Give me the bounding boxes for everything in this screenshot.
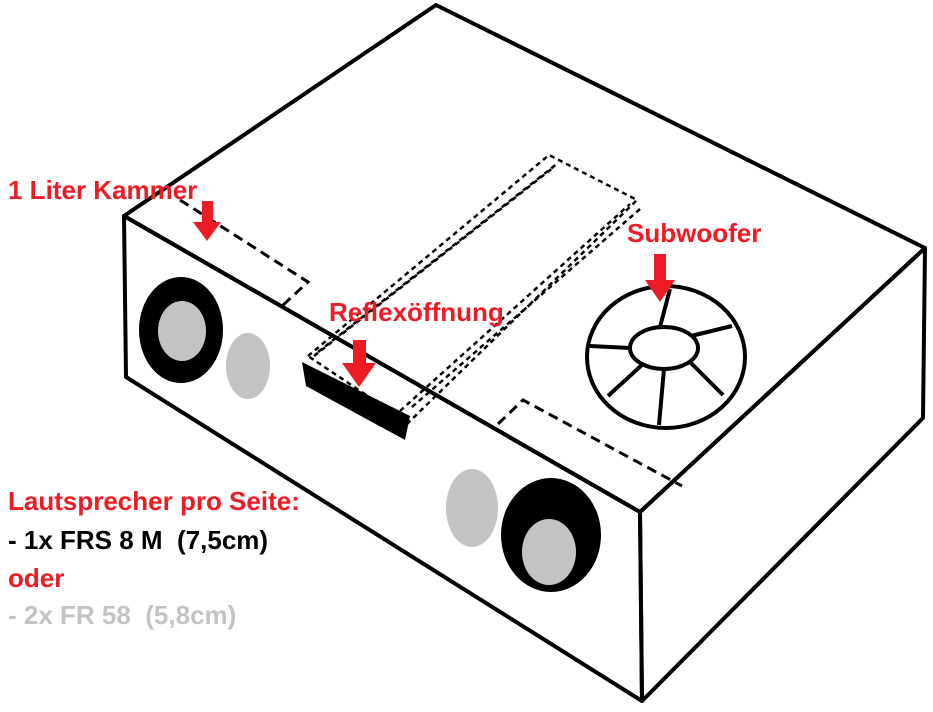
speaker-option-1: - 1x FRS 8 M (7,5cm) (8, 525, 269, 555)
box-top-face (122, 3, 927, 514)
sub-chamber-dashed-outline (496, 398, 683, 488)
arrow-reflex (342, 340, 376, 387)
right-tweeter (446, 469, 498, 547)
kammer-dashed-outline (179, 198, 311, 308)
box-outline (122, 3, 927, 703)
arrow-kammer (193, 201, 221, 241)
label-subwoofer: Subwoofer (627, 218, 762, 248)
pointer-arrows (193, 201, 675, 387)
hidden-chambers (179, 198, 683, 488)
left-tweeter (226, 333, 270, 399)
box-right-face (638, 246, 927, 703)
reflex-port-opening (302, 362, 410, 440)
label-reflex: Reflexöffnung (329, 297, 504, 327)
label-kammer: 1 Liter Kammer (8, 175, 198, 205)
speaker-info-heading: Lautsprecher pro Seite: (8, 486, 300, 516)
right-woofer-cone (522, 519, 576, 585)
left-woofer-cone (158, 301, 206, 361)
speaker-option-separator: oder (8, 563, 65, 593)
subwoofer-drawing (585, 284, 747, 430)
speaker-option-2: - 2x FR 58 (5,8cm) (8, 600, 237, 630)
reflex-duct (305, 153, 641, 425)
arrow-subwoofer (645, 254, 675, 302)
subwoofer-dustcap (628, 325, 700, 371)
